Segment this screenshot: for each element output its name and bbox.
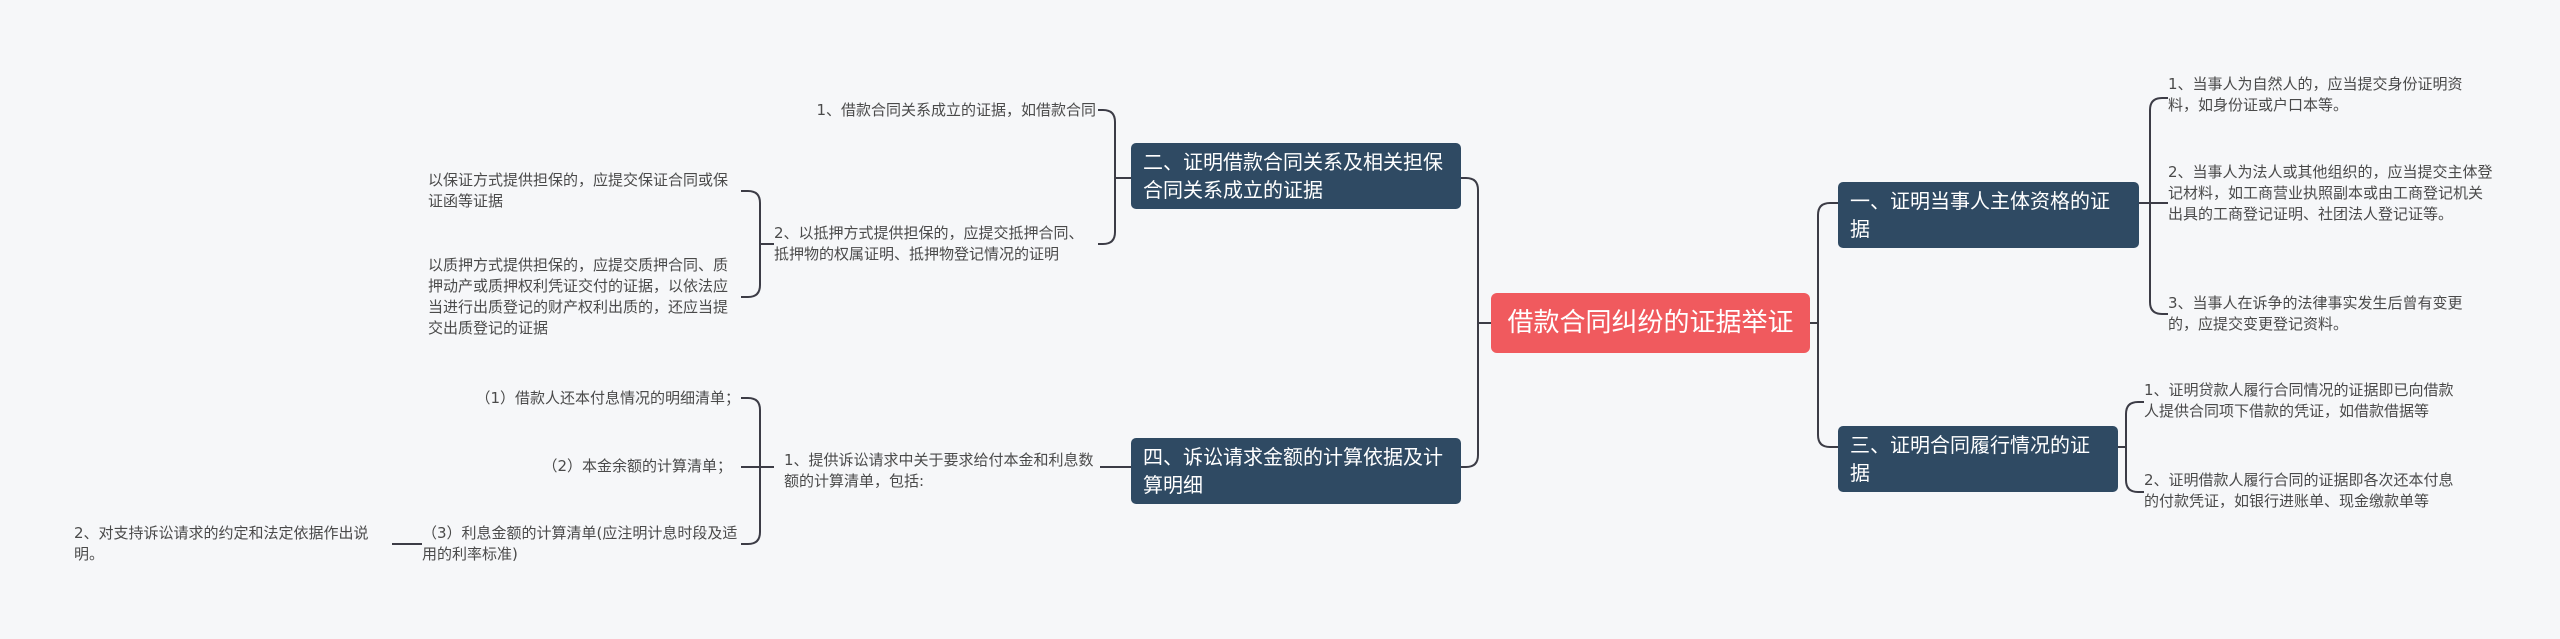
leaf-guaranty-contract: 以保证方式提供担保的，应提交保证合同或保证函等证据: [428, 171, 729, 210]
leaf-lender-performance: 1、证明贷款人履行合同情况的证据即已向借款人提供合同项下借款的凭证，如借款借据等: [2144, 381, 2454, 420]
connector-branch-2: [1098, 109, 1131, 245]
leaf-borrower-performance: 2、证明借款人履行合同的证据即各次还本付息的付款凭证，如银行进账单、现金缴款单等: [2144, 471, 2454, 510]
leaf-calculation-list: 1、提供诉讼请求中关于要求给付本金和利息数额的计算清单，包括:: [784, 451, 1094, 490]
branch-contract-relationship[interactable]: 二、证明借款合同关系及相关担保合同关系成立的证据: [1131, 143, 1461, 209]
connector-branch-1: [2139, 97, 2168, 315]
leaf-pledge-contract: 以质押方式提供担保的，应提交质押合同、质押动产或质押权利凭证交付的证据，以依法应…: [428, 256, 729, 337]
leaf-legal-basis: 2、对支持诉讼请求的约定和法定依据作出说明。: [74, 524, 369, 563]
leaf-change-registration: 3、当事人在诉争的法律事实发生后曾有变更的，应提交变更登记资料。: [2168, 294, 2463, 333]
root-topic[interactable]: 借款合同纠纷的证据举证: [1491, 293, 1810, 353]
branch-subject-qualification[interactable]: 一、证明当事人主体资格的证据: [1838, 182, 2139, 248]
leaf-loan-contract: 1、借款合同关系成立的证据，如借款合同: [816, 101, 1096, 119]
leaf-principal-balance: （2）本金余额的计算清单；: [542, 457, 732, 475]
branch-claim-calculation[interactable]: 四、诉讼请求金额的计算依据及计算明细: [1131, 438, 1461, 504]
branch-performance-evidence[interactable]: 三、证明合同履行情况的证据: [1838, 426, 2118, 492]
leaf-mortgage-guarantee: 2、以抵押方式提供担保的，应提交抵押合同、抵押物的权属证明、抵押物登记情况的证明: [774, 224, 1084, 263]
leaf-natural-person: 1、当事人为自然人的，应当提交身份证明资料，如身份证或户口本等。: [2168, 75, 2463, 114]
leaf-legal-person: 2、当事人为法人或其他组织的，应当提交主体登记材料，如工商营业执照副本或由工商登…: [2168, 163, 2493, 223]
connector-branch-4-sub: [741, 397, 774, 545]
connector-branch-3: [2118, 401, 2144, 493]
leaf-interest-calculation: （3）利息金额的计算清单(应注明计息时段及适用的利率标准): [422, 524, 738, 563]
connector-root-left: [1461, 177, 1491, 468]
leaf-repayment-detail: （1）借款人还本付息情况的明细清单；: [475, 389, 740, 407]
connector-branch-2-sub: [741, 190, 774, 298]
connector-root-right: [1810, 202, 1838, 448]
